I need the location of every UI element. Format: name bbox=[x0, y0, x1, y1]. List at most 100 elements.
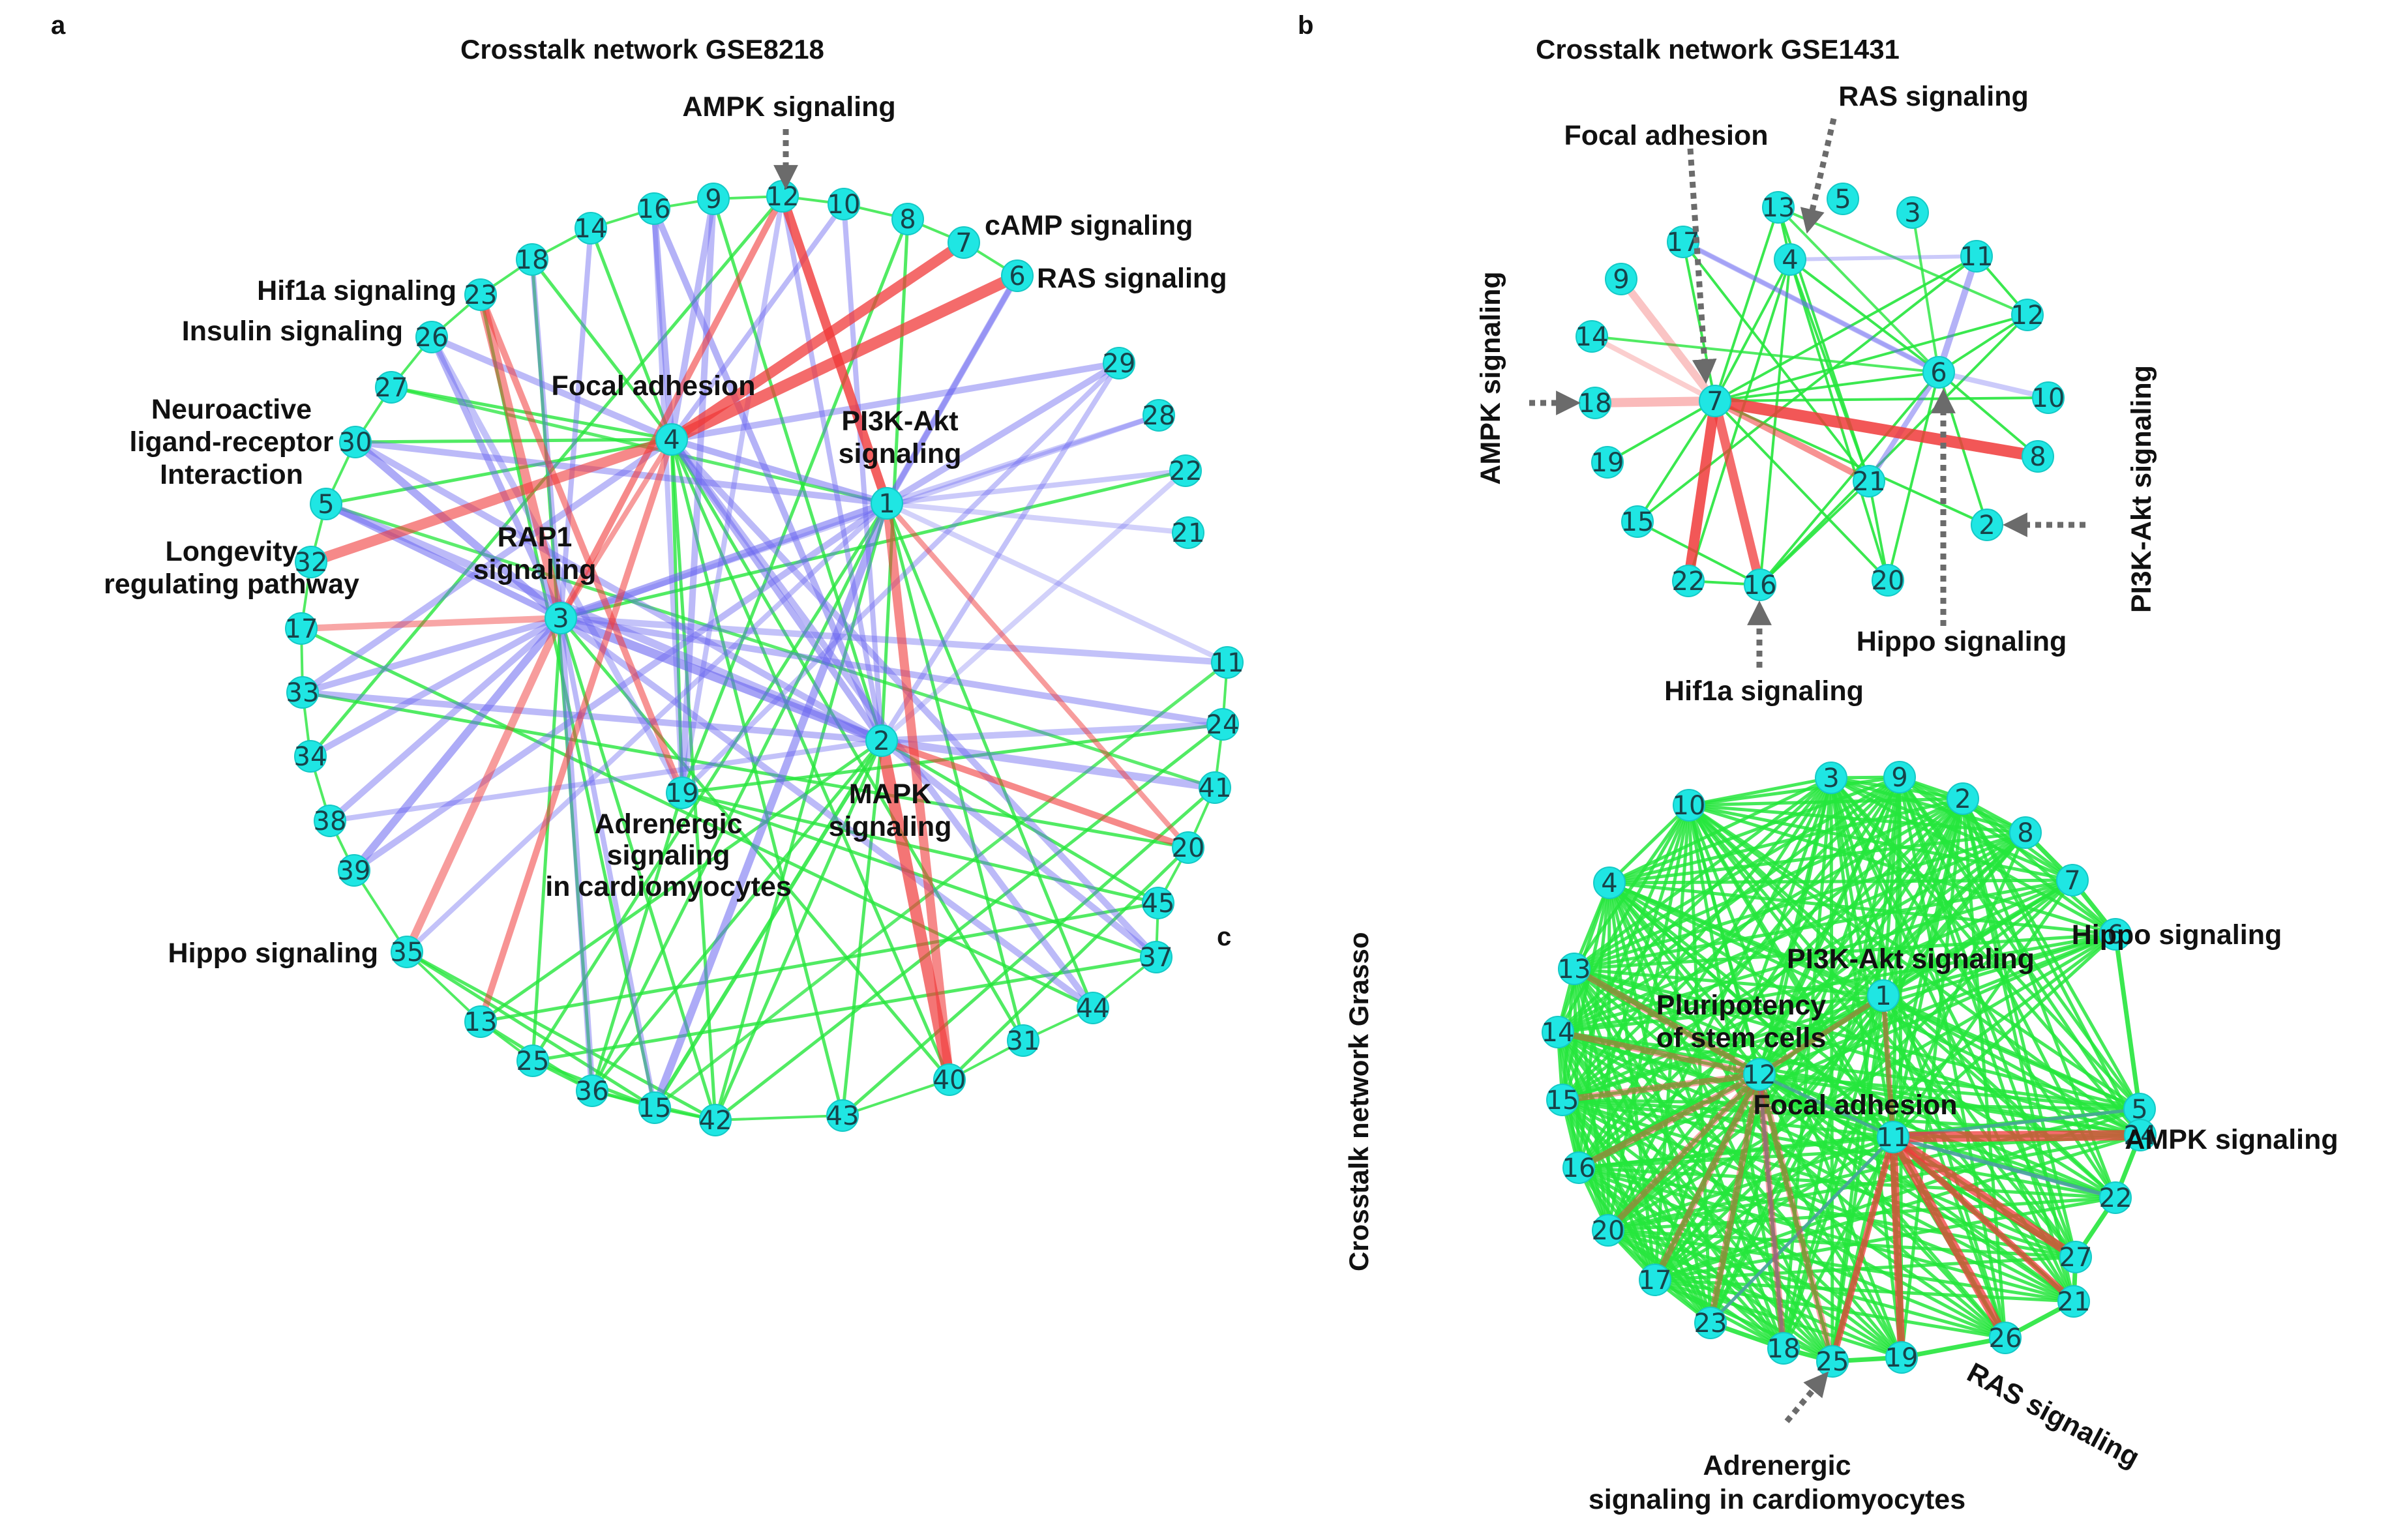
edge-16-10 bbox=[1577, 803, 1691, 1170]
node-label: 40 bbox=[933, 1065, 966, 1095]
edge-15-10 bbox=[1561, 803, 1691, 1102]
edge-3-39 bbox=[350, 614, 565, 874]
edge-12-20 bbox=[1605, 1071, 1763, 1234]
node-label: 21 bbox=[2057, 1287, 2091, 1317]
node-label: 5 bbox=[318, 490, 334, 520]
node-label: 36 bbox=[576, 1076, 609, 1106]
node-label: 43 bbox=[826, 1101, 859, 1131]
edge-13-21 bbox=[1572, 967, 2076, 1303]
edge-12-16 bbox=[1759, 314, 2029, 586]
panel-b-title: Crosstalk network GSE1431 bbox=[1536, 34, 1900, 65]
edge-17-6 bbox=[1681, 240, 1941, 374]
node-11: 11 bbox=[1960, 240, 1993, 273]
node-11: 11 bbox=[1877, 1121, 1910, 1153]
node-3: 3 bbox=[1815, 762, 1847, 794]
edge-12-1 bbox=[778, 192, 891, 508]
node-14: 14 bbox=[1576, 320, 1608, 353]
edge-1-28 bbox=[884, 413, 1161, 506]
edge-20-5 bbox=[1606, 1107, 2142, 1232]
annotation-label: AMPK signaling bbox=[2125, 1124, 2338, 1155]
annotation-line: signaling bbox=[473, 554, 597, 585]
node-16: 16 bbox=[1744, 569, 1776, 601]
edge-4-7 bbox=[1607, 878, 2074, 885]
node-14: 14 bbox=[575, 212, 607, 244]
node-label: 13 bbox=[1558, 955, 1591, 985]
annotation-line: RAP1 bbox=[498, 522, 573, 553]
node-16: 16 bbox=[638, 192, 670, 225]
node-label: 12 bbox=[2011, 301, 2044, 331]
node-label: 27 bbox=[375, 373, 408, 403]
node-30: 30 bbox=[339, 426, 372, 458]
edge-12-13 bbox=[1571, 966, 1763, 1078]
panel-c-title: Crosstalk network Grasso bbox=[1343, 932, 1374, 1271]
node-17: 17 bbox=[1639, 1264, 1671, 1296]
node-label: 24 bbox=[1206, 710, 1240, 740]
edge-16-8 bbox=[1577, 831, 2027, 1170]
annotation-line: Longevity bbox=[165, 536, 297, 567]
edge-20-21 bbox=[1868, 480, 1889, 582]
edge-17-10 bbox=[1653, 803, 1691, 1282]
edge-3-33 bbox=[299, 615, 564, 696]
edge-19-26 bbox=[428, 334, 685, 796]
node-7: 7 bbox=[1699, 385, 1731, 417]
edge-7-12 bbox=[1714, 314, 2029, 402]
node-label: 13 bbox=[1762, 193, 1795, 223]
edge-19-29 bbox=[680, 361, 1122, 795]
node-1: 1 bbox=[1867, 979, 1900, 1012]
edge-3-15 bbox=[558, 615, 657, 1110]
edge-6-1 bbox=[884, 273, 1021, 507]
edge-37-25 bbox=[531, 955, 1158, 1063]
annotation-line: signaling bbox=[829, 811, 952, 842]
edge-17-7 bbox=[1653, 878, 2074, 1282]
edge-7-13 bbox=[1714, 206, 1780, 402]
node-9: 9 bbox=[697, 183, 730, 215]
node-label: 19 bbox=[666, 778, 699, 808]
annotation-label: RAS signaling bbox=[1962, 1357, 2145, 1473]
node-15: 15 bbox=[638, 1091, 672, 1124]
node-26: 26 bbox=[415, 321, 448, 353]
node-8: 8 bbox=[2009, 816, 2042, 849]
edge-4-18 bbox=[530, 258, 674, 441]
annotation-line: AMPK signaling bbox=[1475, 271, 1506, 484]
edge-20-18 bbox=[1606, 1228, 1785, 1350]
annotation-line: AMPK signaling bbox=[682, 91, 895, 123]
node-36: 36 bbox=[576, 1074, 609, 1107]
node-label: 9 bbox=[705, 185, 721, 215]
edge-12-11 bbox=[1757, 1073, 1895, 1139]
edge-14-7 bbox=[1556, 878, 2074, 1034]
edge-2-14 bbox=[1556, 797, 1965, 1034]
node-18: 18 bbox=[516, 243, 548, 276]
edge-1-20 bbox=[884, 501, 1191, 850]
node-45: 45 bbox=[1142, 887, 1174, 919]
edge-19-12 bbox=[680, 194, 785, 795]
edge-4-10 bbox=[1607, 803, 1691, 885]
edge-1-22 bbox=[884, 468, 1188, 506]
node-label: 41 bbox=[1199, 773, 1232, 803]
dotted-arrow bbox=[1687, 148, 1717, 384]
edge-16-21 bbox=[1759, 480, 1870, 586]
annotation-line: cAMP signaling bbox=[985, 210, 1193, 241]
node-31: 31 bbox=[1007, 1024, 1039, 1057]
edge-1-6 bbox=[884, 273, 1020, 506]
annotation-line: signaling in cardiomyocytes bbox=[1589, 1484, 1965, 1515]
annotation-line: Insulin signaling bbox=[182, 316, 403, 347]
node-label: 15 bbox=[638, 1093, 672, 1123]
edge-2-42 bbox=[713, 739, 884, 1122]
node-10: 10 bbox=[828, 188, 860, 220]
node-label: 11 bbox=[1877, 1123, 1910, 1153]
panel-a-title: Crosstalk network GSE8218 bbox=[460, 34, 824, 65]
node-11: 11 bbox=[1211, 646, 1244, 679]
edge-17-25 bbox=[1653, 1278, 1834, 1363]
node-4: 4 bbox=[655, 423, 688, 456]
edge-4-6 bbox=[666, 270, 1023, 445]
edge-1-40 bbox=[882, 499, 954, 1084]
node-label: 22 bbox=[1169, 456, 1202, 486]
edge-19-36 bbox=[590, 791, 684, 1093]
edge-1-39 bbox=[351, 500, 890, 874]
annotation-line: Hif1a signaling bbox=[257, 275, 456, 306]
edge-3-35 bbox=[403, 614, 565, 956]
node-label: 23 bbox=[464, 280, 498, 310]
node-21: 21 bbox=[1172, 516, 1204, 549]
